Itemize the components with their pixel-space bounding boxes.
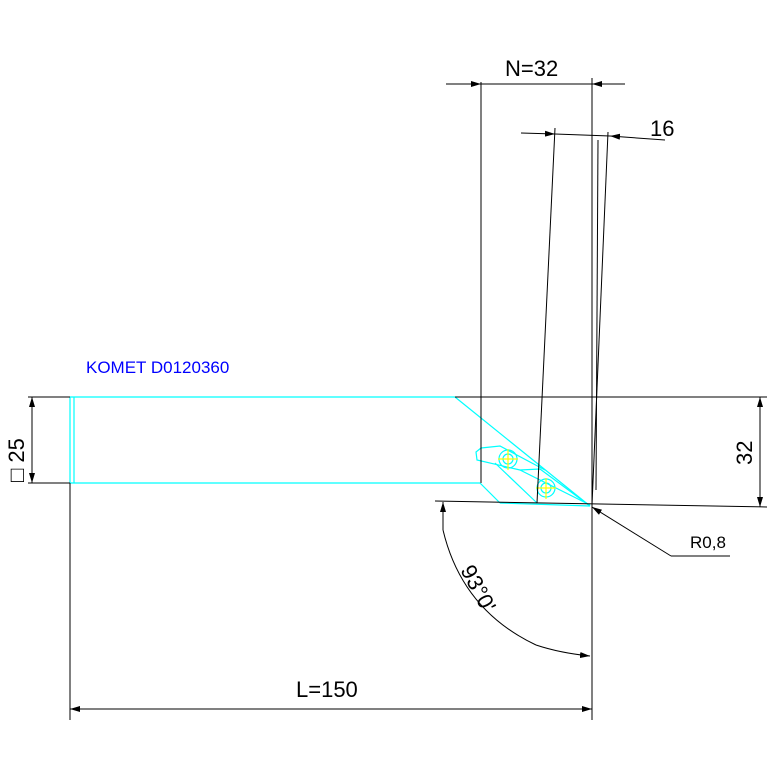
dim-height-label: 32 — [732, 441, 757, 465]
dim-radius — [591, 506, 730, 557]
extension-lines — [28, 78, 767, 720]
dim-shank-label: □ 25 — [4, 438, 29, 482]
dim-angle-label: 93°0' — [456, 561, 501, 617]
tool-title: KOMET D0120360 — [86, 358, 229, 377]
screw-centers — [498, 449, 556, 499]
dim-radius-label: R0,8 — [690, 533, 726, 552]
dim-angle — [440, 502, 591, 658]
dim-length-label: L=150 — [296, 677, 358, 702]
insert — [475, 445, 591, 507]
dim-n-label: N=32 — [505, 56, 558, 81]
tool-shank — [69, 396, 591, 507]
dim-insert-width — [520, 130, 666, 141]
dim-insert-width-label: 16 — [650, 116, 674, 141]
